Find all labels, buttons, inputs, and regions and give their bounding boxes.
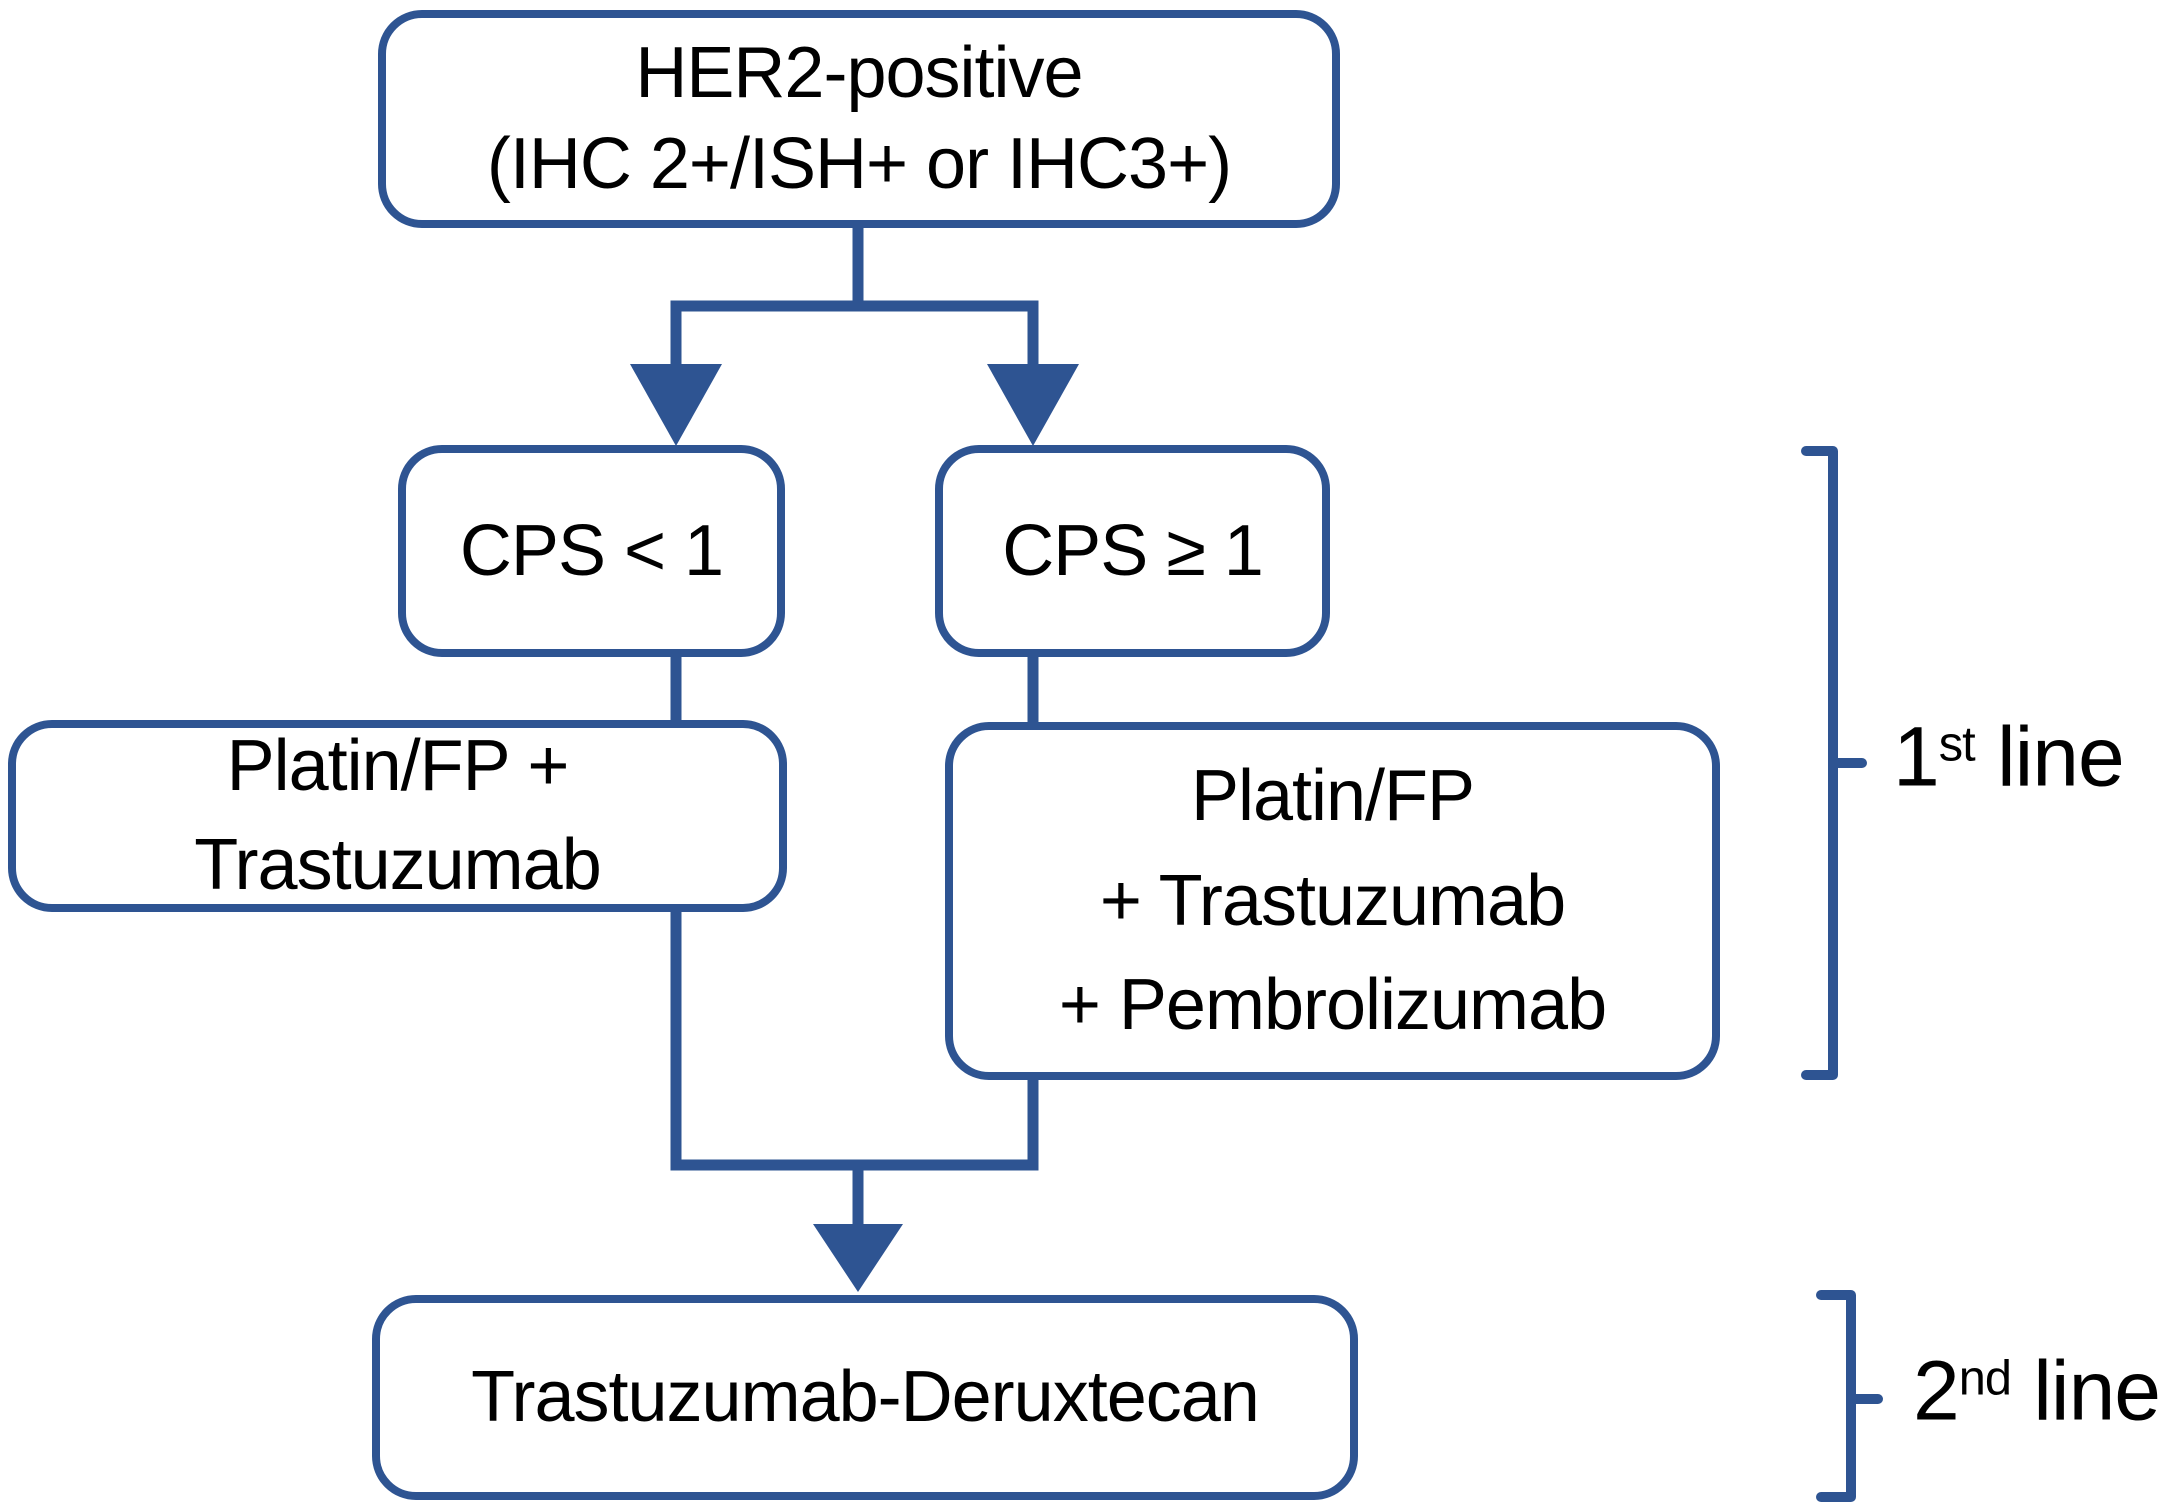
first-line-ordinal: st <box>1938 717 1976 772</box>
tx-high-line1: Platin/FP <box>1190 756 1475 837</box>
node-platin-fp-trastuzumab: Platin/FP + Trastuzumab <box>8 720 787 912</box>
tx-high-line2: + Trastuzumab <box>1099 860 1566 941</box>
node-cps-1-or-more: CPS ≥ 1 <box>935 445 1330 657</box>
cps-low-label: CPS < 1 <box>459 510 724 591</box>
cps-high-label: CPS ≥ 1 <box>1002 510 1264 591</box>
second-line-number: 2 <box>1913 1343 1960 1438</box>
first-line-number: 1 <box>1893 709 1940 804</box>
second-line-word: line <box>2010 1343 2161 1438</box>
second-line-ordinal: nd <box>1958 1351 2012 1406</box>
connector-split-bar <box>670 300 1039 368</box>
second-line-label: Trastuzumab-Deruxtecan <box>471 1357 1260 1438</box>
node-platin-fp-trastuzumab-pembrolizumab: Platin/FP + Trastuzumab + Pembrolizumab <box>945 722 1720 1080</box>
arrowhead-to-cps-low <box>630 364 722 446</box>
bracket-second-line <box>1816 1290 1883 1502</box>
label-first-line: 1st line <box>1893 709 2125 806</box>
tx-low-line1: Platin/FP + <box>226 725 570 806</box>
arrowhead-to-second-line <box>813 1224 903 1292</box>
node-trastuzumab-deruxtecan: Trastuzumab-Deruxtecan <box>372 1295 1358 1500</box>
tx-high-line3: + Pembrolizumab <box>1058 965 1607 1046</box>
node-cps-below-1: CPS < 1 <box>398 445 785 657</box>
label-second-line: 2nd line <box>1913 1343 2161 1440</box>
tx-low-line2: Trastuzumab <box>194 825 601 905</box>
node-her2-positive: HER2-positive (IHC 2+/ISH+ or IHC3+) <box>378 10 1340 228</box>
her2-title: HER2-positive <box>635 33 1083 114</box>
her2-criteria: (IHC 2+/ISH+ or IHC3+) <box>486 124 1232 204</box>
arrowhead-to-cps-high <box>987 364 1079 446</box>
bracket-first-line <box>1801 446 1867 1080</box>
first-line-word: line <box>1974 709 2125 804</box>
